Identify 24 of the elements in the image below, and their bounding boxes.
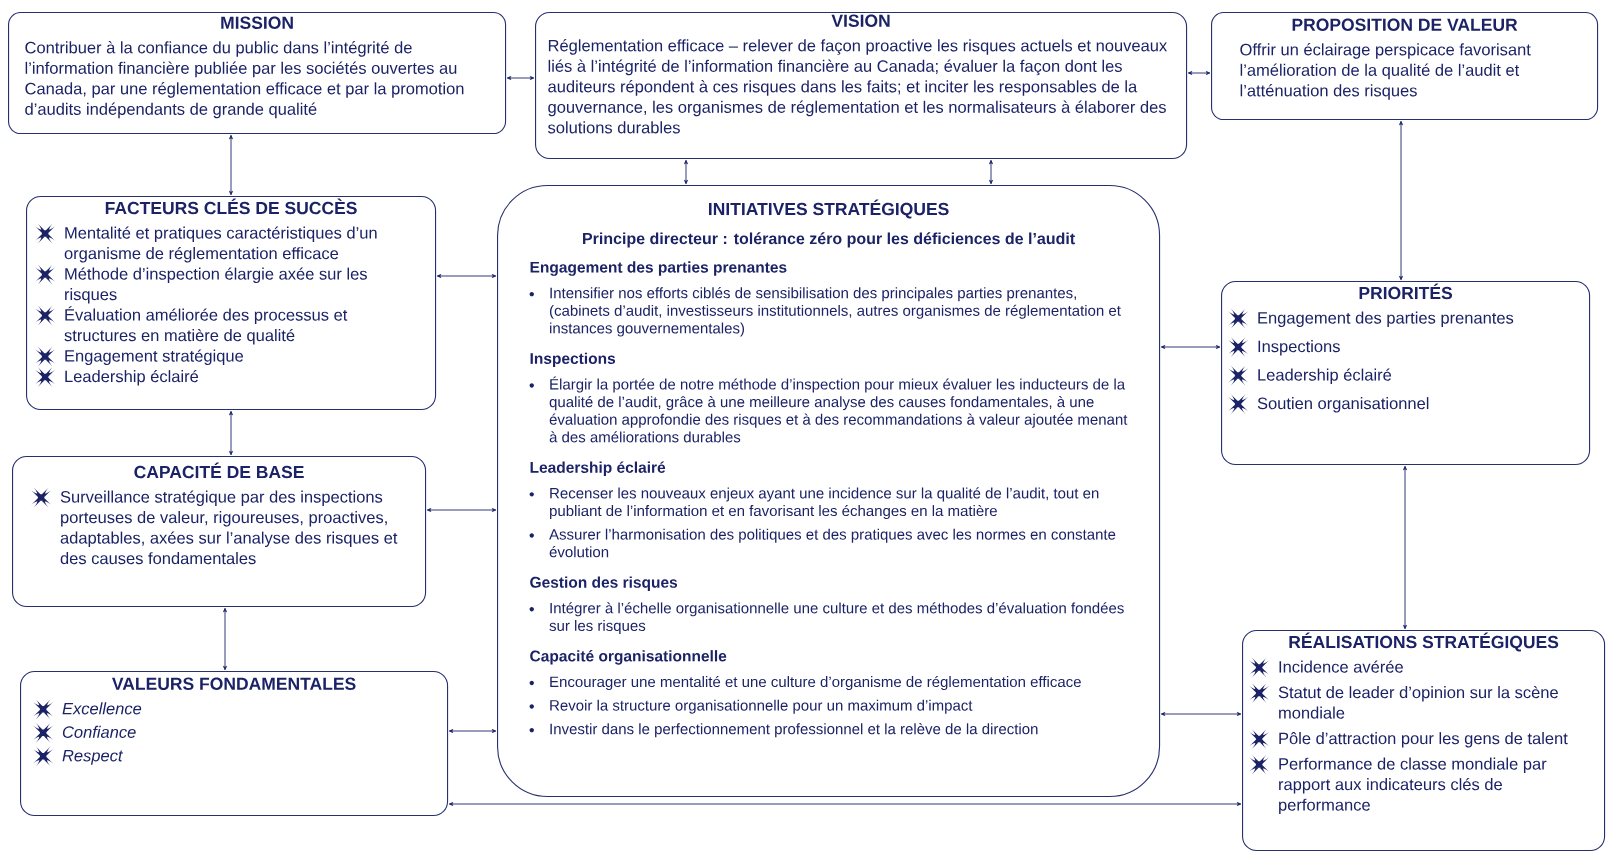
- success-factors-box: FACTEURS CLÉS DE SUCCÈS Mentalité et pratiques caractéristiques d’un organisme de réglementation efficace Méthode d’inspection élargie axée sur les risques Évaluation améliorée des processus et structures en matière de qualité Engagement stratégique Leadership éclairé: [26, 196, 437, 411]
- arrow: [223, 607, 227, 671]
- arrow: [1160, 345, 1221, 349]
- arrow: [1403, 465, 1407, 630]
- arrow: [1160, 712, 1242, 716]
- arrow: [229, 410, 233, 456]
- arrow: [506, 76, 535, 80]
- arrow: [684, 159, 688, 185]
- core-capacity-box: CAPACITÉ DE BASE Surveillance stratégique par des inspections porteuses de valeur, rigoureuses, proactives, adaptables, axées sur l’analyse des risques et des causes fondamentales: [12, 456, 427, 608]
- arrow: [989, 159, 993, 185]
- vision-box: VISION Réglementation efficace – relever de façon proactive les risques actuels et nouveaux liés à l’intégrité de l’information financière au Canada; évaluer la façon dont les auditeurs répondent à ces risques dans les faits; et inciter les responsables de la gouvernance, les organismes de réglementation et les normalisateurs à élaborer des solutions durables: [535, 12, 1188, 160]
- arrow: [436, 274, 497, 278]
- arrow: [1187, 71, 1211, 75]
- arrow: [426, 508, 497, 512]
- arrow: [1399, 120, 1403, 281]
- arrow: [229, 134, 233, 196]
- priorities-box: PRIORITÉS Engagement des parties prenantes Inspections Leadership éclairé Soutien organisationnel: [1221, 281, 1591, 466]
- value-box: PROPOSITION DE VALEUR Offrir un éclairage perspicace favorisant l’amélioration de la qualité de l’audit et l’atténuation des risques: [1211, 12, 1599, 121]
- arrow: [448, 729, 497, 733]
- initiatives-box: INITIATIVES STRATÉGIQUES Principe directeur : tolérance zéro pour les déficiences de l’audit Engagement des parties prenantes Intensifier nos efforts ciblés de sensibilisation des principales parties prenantes, (cabinets d’audit, investisseurs institutionnels, autres organismes de réglementation et instances gouvernementales) Inspections Élargir la portée de notre méthode d’inspection pour mieux évaluer les inducteurs de la qualité de l’audit, grâce à une meilleure analyse des causes fondamentales, à une évaluation approfondie des risques et à des recommandations à valeur ajoutée menant à des améliorations durables Leadership éclairé Recenser les nouveaux enjeux ayant une incidence sur la qualité de l’audit, tout en publiant de l’information et en favorisant les échanges en la matière Assurer l’harmonisation des politiques et des pratiques avec les normes en constante évolution Gestion des risques Intégrer à l’échelle organisationnelle une culture et des méthodes d’évaluation fondées sur les risques Capacité organisationnelle Encourager une mentalité et une culture d’organisme de réglementation efficace Revoir la structure organisationnelle pour un maximum d’impact Investir dans le perfectionnement professionnel et la relève de la direction: [497, 185, 1161, 798]
- achievements-box: RÉALISATIONS STRATÉGIQUES Incidence avérée Statut de leader d’opinion sur la scène mondiale Pôle d’attraction pour les gens de talent Performance de classe mondiale par rapport aux indicateurs clés de performance: [1242, 630, 1606, 852]
- values-box: VALEURS FONDAMENTALES Excellence Confiance Respect: [20, 671, 449, 817]
- arrow: [448, 802, 1242, 806]
- mission-box: MISSION Contribuer à la confiance du public dans l’intégrité de l’information financière publiée par les sociétés ouvertes au Canada, par une réglementation efficace et par la promotion d’audits indépendants de grande qualité: [8, 12, 507, 135]
